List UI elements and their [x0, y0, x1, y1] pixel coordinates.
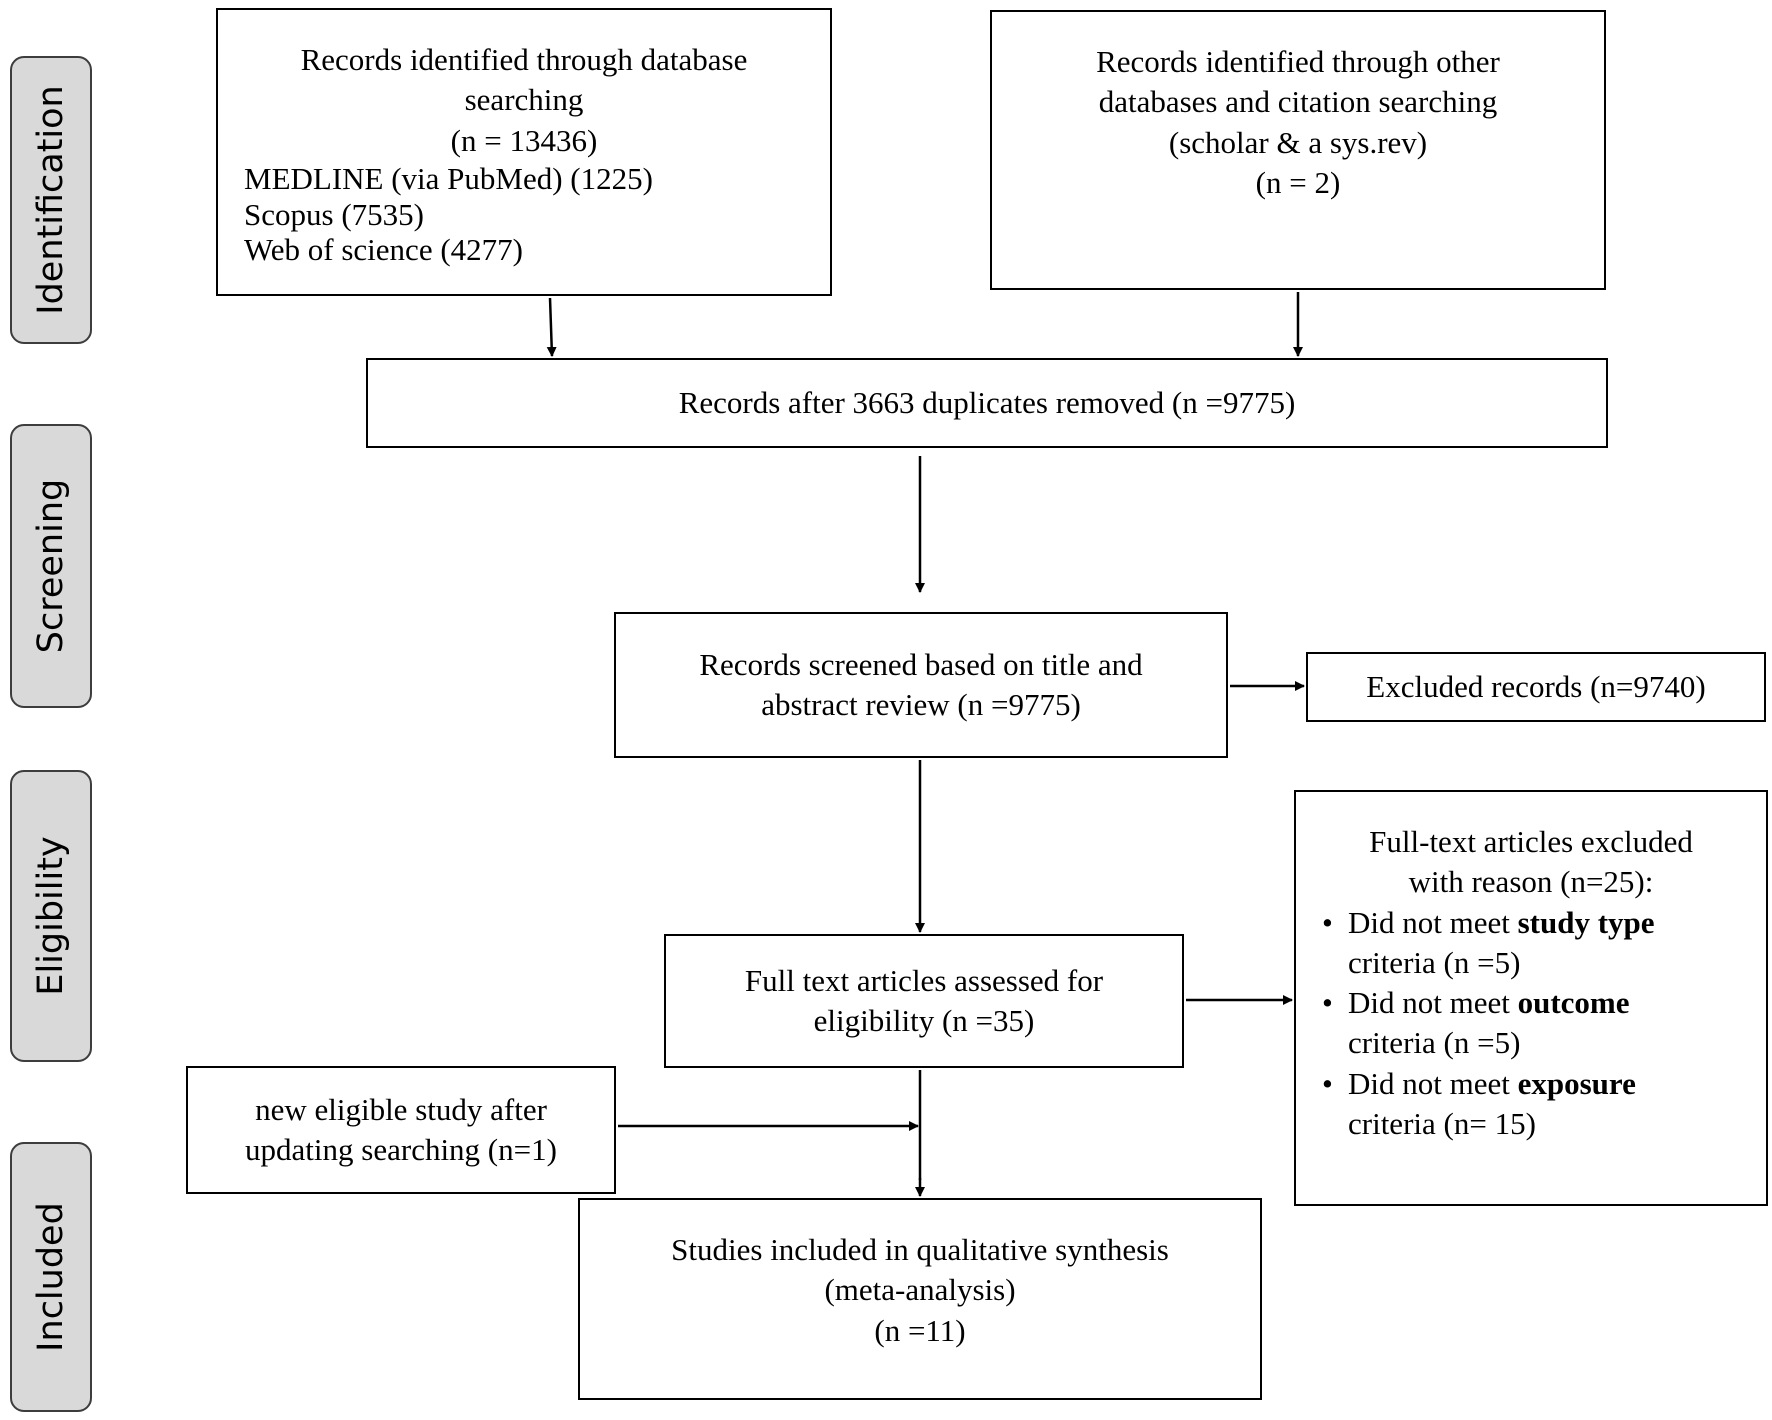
database-search-line2: searching: [464, 82, 584, 118]
database-source-wos: Web of science (4277): [244, 232, 523, 268]
included-studies-box: Studies included in qualitative synthesi…: [578, 1198, 1262, 1400]
screened-box: Records screened based on title and abst…: [614, 612, 1228, 758]
exclusion-reason-exposure: • Did not meet exposure criteria (n= 15): [1296, 1064, 1766, 1145]
arrow-database-to-duplicates: [546, 297, 557, 357]
database-source-scopus: Scopus (7535): [244, 196, 424, 232]
screened-line2: abstract review (n =9775): [761, 687, 1081, 722]
excluded-records-text: Excluded records (n=9740): [1366, 668, 1706, 704]
reason-prefix: Did not meet: [1348, 985, 1518, 1021]
other-search-line2: databases and citation searching: [1098, 84, 1498, 120]
reason-suffix: criteria (n= 15): [1348, 1106, 1536, 1142]
stage-eligibility: Eligibility: [10, 770, 92, 1062]
other-search-box: Records identified through other databas…: [990, 10, 1606, 290]
exclusion-reason-study-type: • Did not meet study type criteria (n =5): [1296, 903, 1766, 984]
database-search-line1: Records identified through database: [300, 42, 748, 77]
other-search-count: (n = 2): [1255, 164, 1341, 200]
exclusion-reason-outcome: • Did not meet outcome criteria (n =5): [1296, 983, 1766, 1064]
reason-bold: outcome: [1517, 985, 1630, 1021]
database-search-count: (n = 13436): [450, 122, 598, 158]
stage-included: Included: [10, 1142, 92, 1412]
reason-prefix: Did not meet: [1348, 904, 1518, 940]
excluded-records-box: Excluded records (n=9740): [1306, 652, 1766, 722]
bullet-icon: •: [1322, 1065, 1333, 1101]
fulltext-excluded-line1: Full-text articles excluded: [1369, 824, 1693, 859]
other-search-line3: (scholar & a sys.rev): [1168, 124, 1428, 160]
database-search-box: Records identified through database sear…: [216, 8, 832, 296]
screened-line1: Records screened based on title and: [699, 646, 1143, 682]
reason-bold: study type: [1517, 904, 1655, 940]
stage-screening: Screening: [10, 424, 92, 708]
bullet-icon: •: [1322, 985, 1333, 1021]
reason-bold: exposure: [1517, 1065, 1636, 1101]
included-studies-line2: (meta-analysis): [824, 1272, 1016, 1308]
fulltext-excluded-line2: with reason (n=25):: [1408, 864, 1654, 900]
new-eligible-box: new eligible study after updating search…: [186, 1066, 616, 1194]
bullet-icon: •: [1322, 904, 1333, 940]
fulltext-excluded-box: Full-text articles excluded with reason …: [1294, 790, 1768, 1206]
stage-identification: Identification: [10, 56, 92, 344]
reason-prefix: Did not meet: [1348, 1065, 1518, 1101]
fulltext-assessed-line2: eligibility (n =35): [813, 1003, 1035, 1038]
duplicates-removed-text: Records after 3663 duplicates removed (n…: [678, 384, 1296, 420]
database-source-medline: MEDLINE (via PubMed) (1225): [244, 160, 653, 196]
other-search-line1: Records identified through other: [1096, 44, 1500, 79]
fulltext-assessed-line1: Full text articles assessed for: [744, 962, 1104, 998]
duplicates-removed-box: Records after 3663 duplicates removed (n…: [366, 358, 1608, 448]
reason-suffix: criteria (n =5): [1348, 944, 1521, 980]
new-eligible-line2: updating searching (n=1): [245, 1132, 557, 1167]
included-studies-count: (n =11): [874, 1312, 966, 1348]
included-studies-line1: Studies included in qualitative synthesi…: [671, 1232, 1169, 1267]
reason-suffix: criteria (n =5): [1348, 1025, 1521, 1061]
fulltext-assessed-box: Full text articles assessed for eligibil…: [664, 934, 1184, 1068]
new-eligible-line1: new eligible study after: [255, 1091, 547, 1127]
